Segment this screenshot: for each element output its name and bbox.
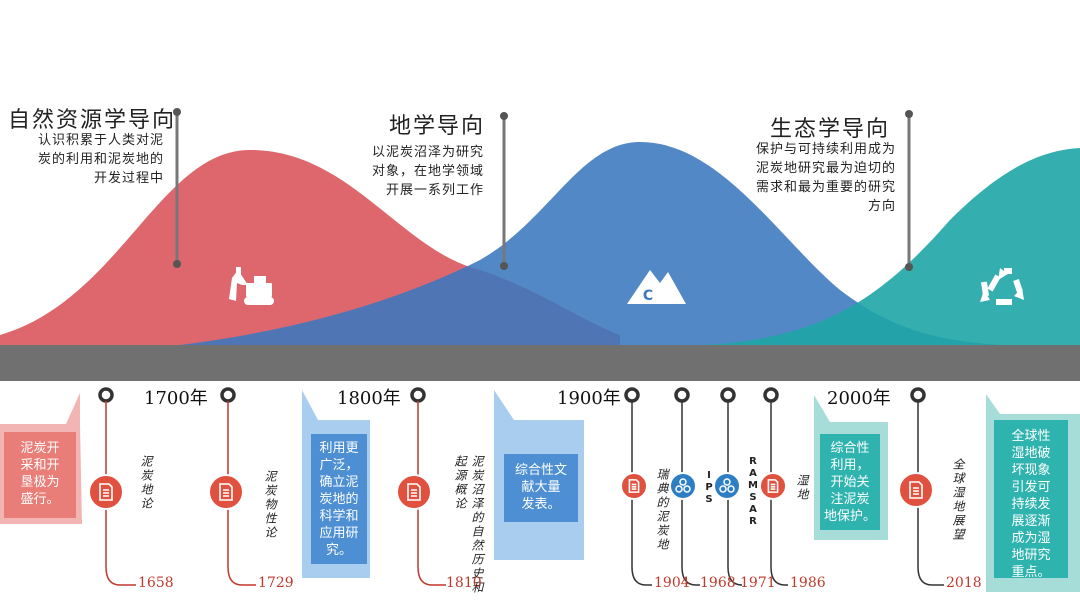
event-ring <box>720 387 736 403</box>
phase-title-eco: 生态学导向 <box>770 117 891 142</box>
card-1-shape <box>0 393 82 524</box>
phase-desc-natural: 认识积累于人类对泥炭的利用和泥炭地的开发过程中 <box>37 133 164 186</box>
document-icon <box>208 474 244 510</box>
era-label-1700: 1700年 <box>144 388 208 409</box>
event-ring <box>763 387 779 403</box>
document-icon <box>88 474 124 510</box>
phase-leader-eco <box>905 110 913 271</box>
event-year: 2018 <box>946 575 982 591</box>
event-label: RAMSAR <box>748 456 758 527</box>
event-connector-line <box>105 401 136 586</box>
card-4-shape <box>814 395 888 540</box>
event-year: 1986 <box>790 575 826 591</box>
event-year: 1810 <box>446 575 482 591</box>
event-year: 1904 <box>654 575 690 591</box>
event-connector-line <box>727 401 743 586</box>
card-5-shape <box>986 394 1080 592</box>
event-label: 泥炭地论 <box>139 455 153 511</box>
era-label-1900: 1900年 <box>557 388 621 409</box>
card-3-shape <box>494 390 584 560</box>
phase-leader-geo <box>500 112 508 270</box>
event-connector-line <box>770 401 788 586</box>
event-label: 泥炭物性论 <box>263 470 277 540</box>
event-year: 1729 <box>258 575 294 591</box>
era-label-2000: 2000年 <box>827 388 891 409</box>
event-ring <box>674 387 690 403</box>
document-icon <box>759 472 787 500</box>
phase-leader-natural <box>173 108 181 268</box>
phase-desc-eco: 保护与可持续利用成为泥炭地研究最为迫切的需求和最为重要的研究方向 <box>755 142 896 214</box>
event-label: 全球湿地展望 <box>951 458 965 542</box>
event-label: 湿地 <box>795 474 809 502</box>
card-5-text: 全球性湿地破坏现象引发可持续发展逐渐成为湿地研究重点。 <box>1011 429 1051 580</box>
card-2-text: 利用更广泛，确立泥炭地的科学和应用研究。 <box>319 441 359 558</box>
event-connector-line <box>417 401 446 586</box>
phase-title-natural: 自然资源学导向 <box>8 108 177 133</box>
card-3-text: 综合性文献大量发表。 <box>514 463 567 512</box>
timeline-bar <box>0 345 1080 381</box>
wave-geoscience <box>180 142 1000 345</box>
excavator-icon <box>229 267 274 305</box>
event-connector-line <box>227 401 256 586</box>
recycle-icon <box>980 268 1024 305</box>
event-ring <box>910 387 926 403</box>
event-year: 1971 <box>740 575 776 591</box>
event-ring <box>410 387 426 403</box>
event-label: 泥炭沼泽的自然历史和起源概论 <box>453 455 484 595</box>
event-connector-line <box>631 401 652 586</box>
event-ring <box>220 387 236 403</box>
document-icon <box>620 472 648 500</box>
svg-text:C: C <box>643 288 653 304</box>
event-connector-line <box>917 401 944 586</box>
event-connector-line <box>681 401 700 586</box>
event-year: 1968 <box>700 575 736 591</box>
event-connectors <box>88 387 944 586</box>
document-icon <box>396 474 432 510</box>
era-label-1800: 1800年 <box>337 388 401 409</box>
network-icon <box>669 472 697 500</box>
phase-desc-geo: 以泥炭沼泽为研究对象，在地学领域开展一系列工作 <box>371 145 484 198</box>
event-ring <box>98 387 114 403</box>
phase-title-geo: 地学导向 <box>389 114 486 139</box>
event-ring <box>624 387 640 403</box>
card-4-text: 综合性利用，开始关注泥炭地保护。 <box>823 441 876 524</box>
mountain-c-icon: C <box>627 270 686 304</box>
network-icon <box>713 472 741 500</box>
event-label: IPS <box>705 470 713 505</box>
card-2-shape <box>302 390 370 578</box>
event-year: 1658 <box>138 575 174 591</box>
card-1-text: 泥炭开采和开垦极为盛行。 <box>20 441 60 507</box>
document-icon <box>898 472 934 508</box>
event-label: 瑞典的泥炭地 <box>655 468 669 552</box>
